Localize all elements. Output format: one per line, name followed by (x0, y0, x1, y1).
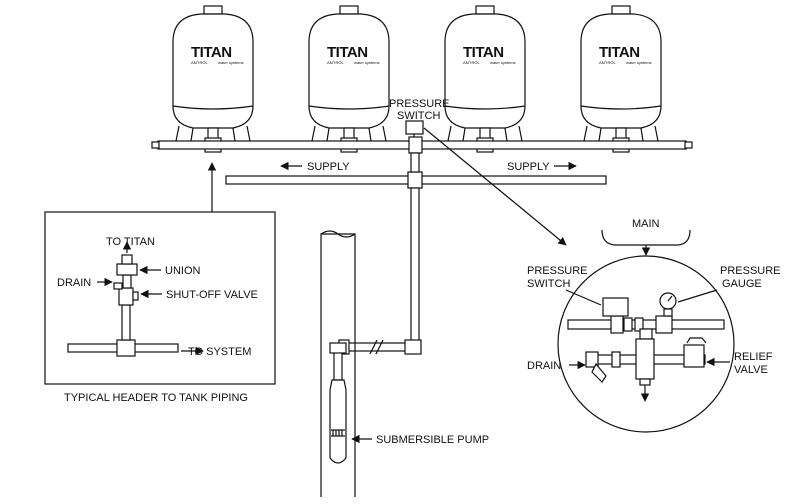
tank-sub: water systems (218, 60, 244, 65)
detail-switch-tee (610, 315, 624, 334)
tank-top-cap (611, 5, 631, 15)
header-pipe-cap-right (684, 141, 693, 149)
tank-sub: water systems (626, 60, 652, 65)
inset-to-titan-label: TO TITAN (106, 236, 155, 248)
detail-fitting-a (623, 317, 633, 332)
inset-box (44, 211, 276, 385)
tank-top-cap (339, 5, 359, 15)
detail-drain-fitting (611, 351, 621, 368)
detail-relief-valve-line2: VALVE (734, 364, 768, 376)
detail-pressure-switch (602, 297, 629, 317)
pump-line-elbow (404, 339, 422, 355)
riser-upper (410, 152, 420, 173)
pressure-switch-label-line1: PRESSURE (389, 98, 450, 110)
detail-pressure-gauge-line2: GAUGE (722, 278, 762, 290)
supply-left-label: SUPPLY (307, 161, 350, 173)
tank-body (444, 13, 526, 129)
detail-pressure-gauge-line1: PRESSURE (720, 265, 781, 277)
detail-main-pipe (567, 319, 725, 330)
tank-base (311, 125, 387, 142)
drop-pipe-elbow (329, 342, 347, 354)
tank-top-cap (475, 5, 495, 15)
detail-relief-valve-line1: RELIEF (734, 351, 773, 363)
detail-main-tank-bottom (601, 229, 691, 246)
pump-pattern (331, 429, 345, 437)
detail-circle (557, 255, 735, 433)
tank-base (175, 125, 251, 142)
detail-lower-tee (635, 338, 655, 380)
supply-right-label: SUPPLY (507, 161, 550, 173)
pipe-break-mark (369, 339, 384, 355)
inset-caption: TYPICAL HEADER TO TANK PIPING (64, 392, 248, 404)
inset-tee (116, 339, 136, 357)
supply-tee (407, 171, 423, 189)
tank-body (580, 13, 662, 129)
detail-leader-arrow (423, 127, 567, 246)
tank-body (172, 13, 254, 129)
detail-fitting-b (634, 317, 644, 332)
riser-lower (410, 187, 420, 344)
detail-drop-fitting (639, 328, 653, 340)
tank-sub: water systems (354, 60, 380, 65)
detail-switch-leader (565, 289, 602, 306)
inset-union-label: UNION (165, 265, 201, 277)
submersible-pump-label: SUBMERSIBLE PUMP (376, 434, 489, 446)
tank-brand: TITAN (327, 44, 368, 61)
detail-relief-valve-cap (686, 337, 707, 344)
tank-maker: AMTROL (599, 60, 616, 65)
detail-drain-valve-body (585, 351, 599, 368)
tank-body (308, 13, 390, 129)
detail-gauge-leader (677, 289, 718, 303)
detail-pressure-switch-line1: PRESSURE (527, 265, 588, 277)
tank-maker: AMTROL (191, 60, 208, 65)
inset-union (116, 263, 138, 276)
detail-gauge-stem (663, 308, 673, 317)
detail-drain-label: DRAIN (527, 360, 561, 372)
tank-maker: AMTROL (327, 60, 344, 65)
inset-top-stub (121, 254, 133, 265)
tank-brand: TITAN (463, 44, 504, 61)
inset-upper-riser (122, 274, 132, 289)
tank-top-cap (203, 5, 223, 15)
pressure-switch-label-line2: SWITCH (397, 110, 440, 122)
inset-riser (121, 304, 131, 341)
header-pipe-cap-left (151, 141, 160, 149)
submersible-pump-body (329, 379, 347, 464)
detail-main-label: MAIN (632, 218, 660, 230)
inset-shutoff-handle (132, 291, 139, 301)
tank-brand: TITAN (191, 44, 232, 61)
tank-brand: TITAN (599, 44, 640, 61)
well-casing-top (320, 230, 356, 238)
detail-gauge-tee (655, 315, 673, 334)
inset-drain-label: DRAIN (57, 277, 91, 289)
tank-base (583, 125, 659, 142)
pressure-switch-box (405, 120, 424, 135)
detail-lower-stub (639, 378, 651, 386)
header-tee (408, 136, 423, 154)
inset-drain-stub (113, 282, 123, 290)
drop-pipe (333, 349, 343, 381)
inset-shutoff-label: SHUT-OFF VALVE (166, 289, 258, 301)
detail-relief-valve (683, 344, 705, 368)
tank-maker: AMTROL (463, 60, 480, 65)
tank-sub: water systems (490, 60, 516, 65)
detail-drain-valve-spout (591, 362, 607, 383)
inset-shutoff-valve-body (118, 287, 134, 306)
tank-base (447, 125, 523, 142)
detail-pressure-switch-line2: SWITCH (527, 278, 570, 290)
inset-to-system-label: TO SYSTEM (188, 346, 251, 358)
